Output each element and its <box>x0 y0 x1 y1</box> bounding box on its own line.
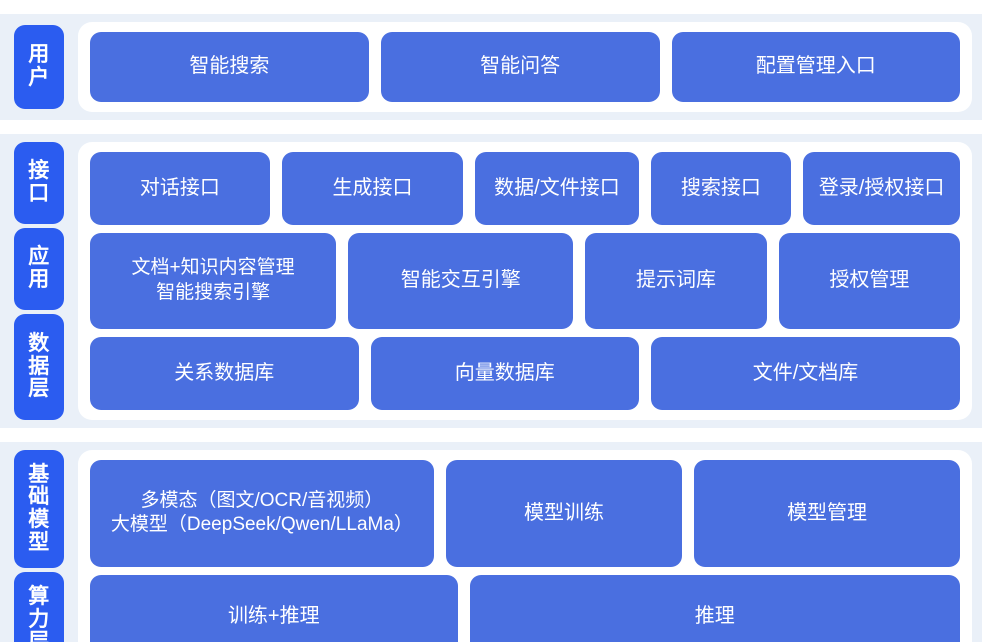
layer-tab-application[interactable]: 应 用 <box>14 228 64 310</box>
section-users: 用 户 智能搜索 智能问答 配置管理入口 <box>0 14 982 120</box>
node-generation-api[interactable]: 生成接口 <box>281 152 464 225</box>
node-smart-qa[interactable]: 智能问答 <box>380 32 660 102</box>
gap-users-platform <box>0 120 982 134</box>
node-prompt-library[interactable]: 提示词库 <box>585 232 767 330</box>
row-compute-nodes: 训练+推理 推理 <box>90 574 960 642</box>
layer-tab-compute-line-1: 算 <box>28 584 50 608</box>
node-relational-database[interactable]: 关系数据库 <box>90 337 359 410</box>
layer-tab-application-line-1: 应 <box>28 245 50 269</box>
layer-tab-compute-line-3: 层 <box>28 630 50 642</box>
layer-rail-platform: 接 口 应 用 数 据 层 <box>0 134 78 428</box>
card-users: 智能搜索 智能问答 配置管理入口 <box>78 22 972 112</box>
top-spacer <box>0 0 982 14</box>
node-model-management[interactable]: 模型管理 <box>694 460 960 567</box>
layer-rail-infrastructure: 基 础 模 型 算 力 层 <box>0 442 78 642</box>
layer-rail-users: 用 户 <box>0 14 78 120</box>
card-infrastructure: 多模态（图文/OCR/音视频） 大模型（DeepSeek/Qwen/LLaMa）… <box>78 450 972 642</box>
layer-tab-user[interactable]: 用 户 <box>14 25 64 109</box>
section-platform: 接 口 应 用 数 据 层 对话接口 生成接口 数据/文件接口 搜索接口 登录/… <box>0 134 982 428</box>
layer-tab-application-line-2: 用 <box>28 268 50 291</box>
layer-tab-foundation-model-line-1: 基 <box>28 462 50 486</box>
section-infrastructure: 基 础 模 型 算 力 层 多模态（图文/OCR/音视频） 大模型（DeepSe… <box>0 442 982 642</box>
card-platform: 对话接口 生成接口 数据/文件接口 搜索接口 登录/授权接口 文档+知识内容管理… <box>78 142 972 420</box>
node-smart-interaction-engine[interactable]: 智能交互引擎 <box>348 232 574 330</box>
layer-tab-compute-line-2: 力 <box>28 607 50 631</box>
layer-tab-data-line-1: 数 <box>28 331 50 355</box>
node-inference[interactable]: 推理 <box>469 574 960 642</box>
row-user-entries: 智能搜索 智能问答 配置管理入口 <box>90 32 960 102</box>
layer-tab-data-line-3: 层 <box>28 377 50 401</box>
layer-tab-data[interactable]: 数 据 层 <box>14 314 64 420</box>
node-model-training[interactable]: 模型训练 <box>445 460 683 567</box>
layer-tab-user-line-1: 用 <box>28 43 50 67</box>
layer-tab-foundation-model-line-3: 模 <box>28 508 50 531</box>
node-data-file-api[interactable]: 数据/文件接口 <box>475 152 639 225</box>
gap-platform-infrastructure <box>0 428 982 442</box>
node-smart-search[interactable]: 智能搜索 <box>90 32 369 102</box>
node-training-and-inference[interactable]: 训练+推理 <box>90 574 458 642</box>
node-search-api[interactable]: 搜索接口 <box>650 152 792 225</box>
node-config-management-entry[interactable]: 配置管理入口 <box>671 32 960 102</box>
layer-tab-foundation-model[interactable]: 基 础 模 型 <box>14 450 64 568</box>
layer-tab-user-line-2: 户 <box>28 66 50 89</box>
row-model-nodes: 多模态（图文/OCR/音视频） 大模型（DeepSeek/Qwen/LLaMa）… <box>90 460 960 567</box>
node-file-document-store[interactable]: 文件/文档库 <box>651 337 960 410</box>
layer-tab-api-line-2: 口 <box>28 182 50 205</box>
node-multimodal-large-model[interactable]: 多模态（图文/OCR/音视频） 大模型（DeepSeek/Qwen/LLaMa） <box>90 460 434 567</box>
row-data-nodes: 关系数据库 向量数据库 文件/文档库 <box>90 337 960 410</box>
row-application-nodes: 文档+知识内容管理 智能搜索引擎 智能交互引擎 提示词库 授权管理 <box>90 232 960 330</box>
node-login-auth-api[interactable]: 登录/授权接口 <box>803 152 960 225</box>
layer-tab-data-line-2: 据 <box>28 354 50 378</box>
layer-tab-api[interactable]: 接 口 <box>14 142 64 224</box>
layer-tab-foundation-model-line-4: 型 <box>28 530 50 554</box>
layer-tab-compute[interactable]: 算 力 层 <box>14 572 64 642</box>
node-authorization-management[interactable]: 授权管理 <box>778 232 960 330</box>
node-dialog-api[interactable]: 对话接口 <box>90 152 270 225</box>
layer-tab-foundation-model-line-2: 础 <box>28 485 50 509</box>
node-document-knowledge-management[interactable]: 文档+知识内容管理 智能搜索引擎 <box>90 232 337 330</box>
layer-tab-api-line-1: 接 <box>28 159 50 183</box>
node-vector-database[interactable]: 向量数据库 <box>370 337 640 410</box>
row-api-nodes: 对话接口 生成接口 数据/文件接口 搜索接口 登录/授权接口 <box>90 152 960 225</box>
